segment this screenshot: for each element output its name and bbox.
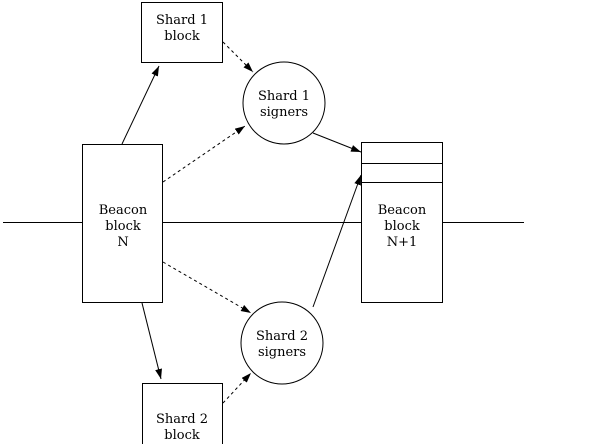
node-beacon-block-n xyxy=(82,144,163,303)
beacon-n-label-line3: N xyxy=(117,235,128,250)
edge-beaconN-to-shard2signers xyxy=(162,261,252,314)
edge-beaconN-to-shard2block xyxy=(141,302,162,380)
shard1-block-label-line1: Shard 1 xyxy=(156,13,208,28)
beacon-n1-label-line1: Beacon xyxy=(378,203,427,218)
shard2-block-label-line1: Shard 2 xyxy=(156,412,208,427)
shard1-signers-label-line1: Shard 1 xyxy=(258,89,310,104)
beacon-n1-label-line2: block xyxy=(384,219,420,234)
shard1-block-label-line2: block xyxy=(164,29,200,44)
node-beacon-block-n1 xyxy=(361,142,443,303)
shard2-signers-label-line2: signers xyxy=(258,345,306,360)
edge-beaconN-to-shard1block xyxy=(121,65,160,145)
node-shard2-signers xyxy=(240,301,324,385)
edge-shard1block-to-shard1signers xyxy=(222,41,254,73)
edge-shard1signers-to-beaconN1 xyxy=(312,132,362,153)
node-shard1-signers xyxy=(242,61,326,145)
edge-shard2block-to-shard2signers xyxy=(222,372,252,404)
shard1-signers-label-line2: signers xyxy=(260,105,308,120)
node-shard2-block xyxy=(142,383,223,444)
beacon-n-label-line1: Beacon xyxy=(99,203,148,218)
node-shard1-block xyxy=(141,2,223,63)
beacon-n-label-line2: block xyxy=(105,219,141,234)
shard2-signers-label-line1: Shard 2 xyxy=(256,329,308,344)
shard2-block-label-line2: block xyxy=(164,428,200,443)
edge-shard2signers-to-beaconN1 xyxy=(312,174,362,308)
beacon-n1-label-line3: N+1 xyxy=(387,235,418,250)
edge-beaconN-to-shard1signers xyxy=(162,125,246,183)
